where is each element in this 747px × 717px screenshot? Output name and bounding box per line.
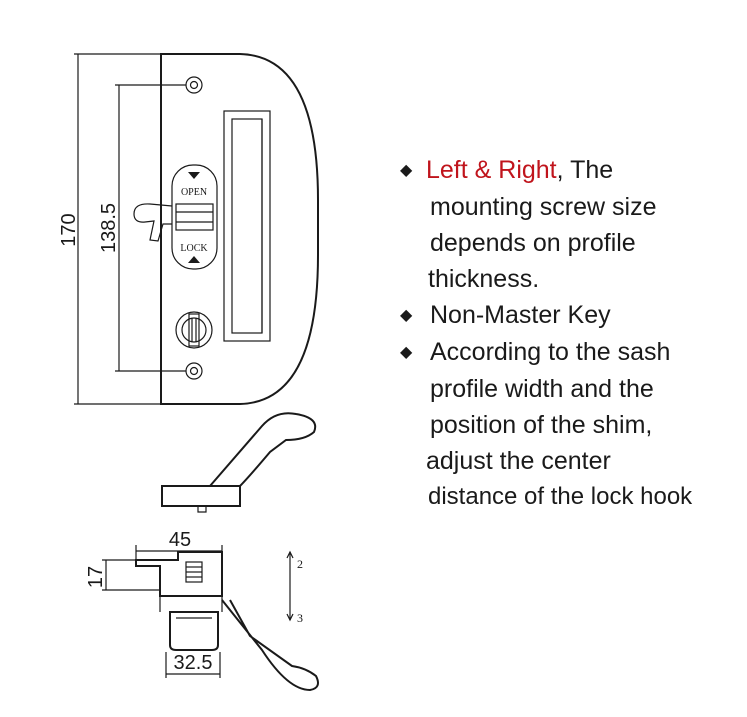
note-text: Non-Master Key xyxy=(430,301,611,329)
note-line: position of the shim, xyxy=(430,411,653,439)
side-lever xyxy=(133,203,173,242)
note-sash-profile: ◆ According to the sash xyxy=(400,334,747,371)
lock-body-outline xyxy=(160,53,319,405)
key-cylinder xyxy=(175,311,213,349)
hook-side-view xyxy=(161,412,317,513)
top-screw-hole xyxy=(185,76,203,94)
note-line: profile width and the xyxy=(430,375,654,403)
note-text: According to the sash xyxy=(430,338,671,366)
note-line: thickness. xyxy=(428,265,540,293)
open-label: OPEN xyxy=(181,187,207,198)
marker-label-3: 3 xyxy=(297,611,303,625)
diamond-bullet-icon: ◆ xyxy=(400,162,413,179)
up-arrow-icon xyxy=(286,550,294,559)
handle-slot xyxy=(223,110,271,342)
note-highlight: Left & Right xyxy=(426,156,557,184)
note-line: depends on profile xyxy=(430,229,636,257)
notes-panel: ◆ Left & Right, The mounting screw size d… xyxy=(400,152,747,515)
lock-label: LOCK xyxy=(180,243,208,254)
dimension-label-32-5: 32.5 xyxy=(174,652,213,674)
open-arrow-icon xyxy=(188,172,200,179)
down-arrow-icon xyxy=(286,613,294,622)
diamond-bullet-icon: ◆ xyxy=(400,307,413,324)
marker-label-2: 2 xyxy=(297,557,303,571)
note-non-master-key: ◆ Non-Master Key xyxy=(400,297,747,334)
dimension-label-45: 45 xyxy=(169,529,191,551)
dimension-label-17: 17 xyxy=(85,566,107,588)
open-lock-switch: OPEN LOCK xyxy=(171,164,218,270)
note-left-right: ◆ Left & Right, The xyxy=(400,152,747,189)
note-line: adjust the center xyxy=(426,447,611,475)
lock-arrow-icon xyxy=(188,256,200,263)
bottom-screw-hole xyxy=(185,362,203,380)
diamond-bullet-icon: ◆ xyxy=(400,344,413,361)
lock-front-view: OPEN LOCK xyxy=(133,53,319,405)
note-text: , The xyxy=(556,156,614,184)
dimension-overall-height: 170 xyxy=(58,53,161,405)
hook-bottom-view: 45 17 32.5 2 3 xyxy=(85,529,319,692)
dimension-label-138-5: 138.5 xyxy=(98,203,120,253)
dimension-label-170: 170 xyxy=(58,213,80,246)
note-line: mounting screw size xyxy=(430,193,657,221)
note-line: distance of the lock hook xyxy=(428,483,693,510)
dimension-screw-spacing: 138.5 xyxy=(98,84,186,372)
